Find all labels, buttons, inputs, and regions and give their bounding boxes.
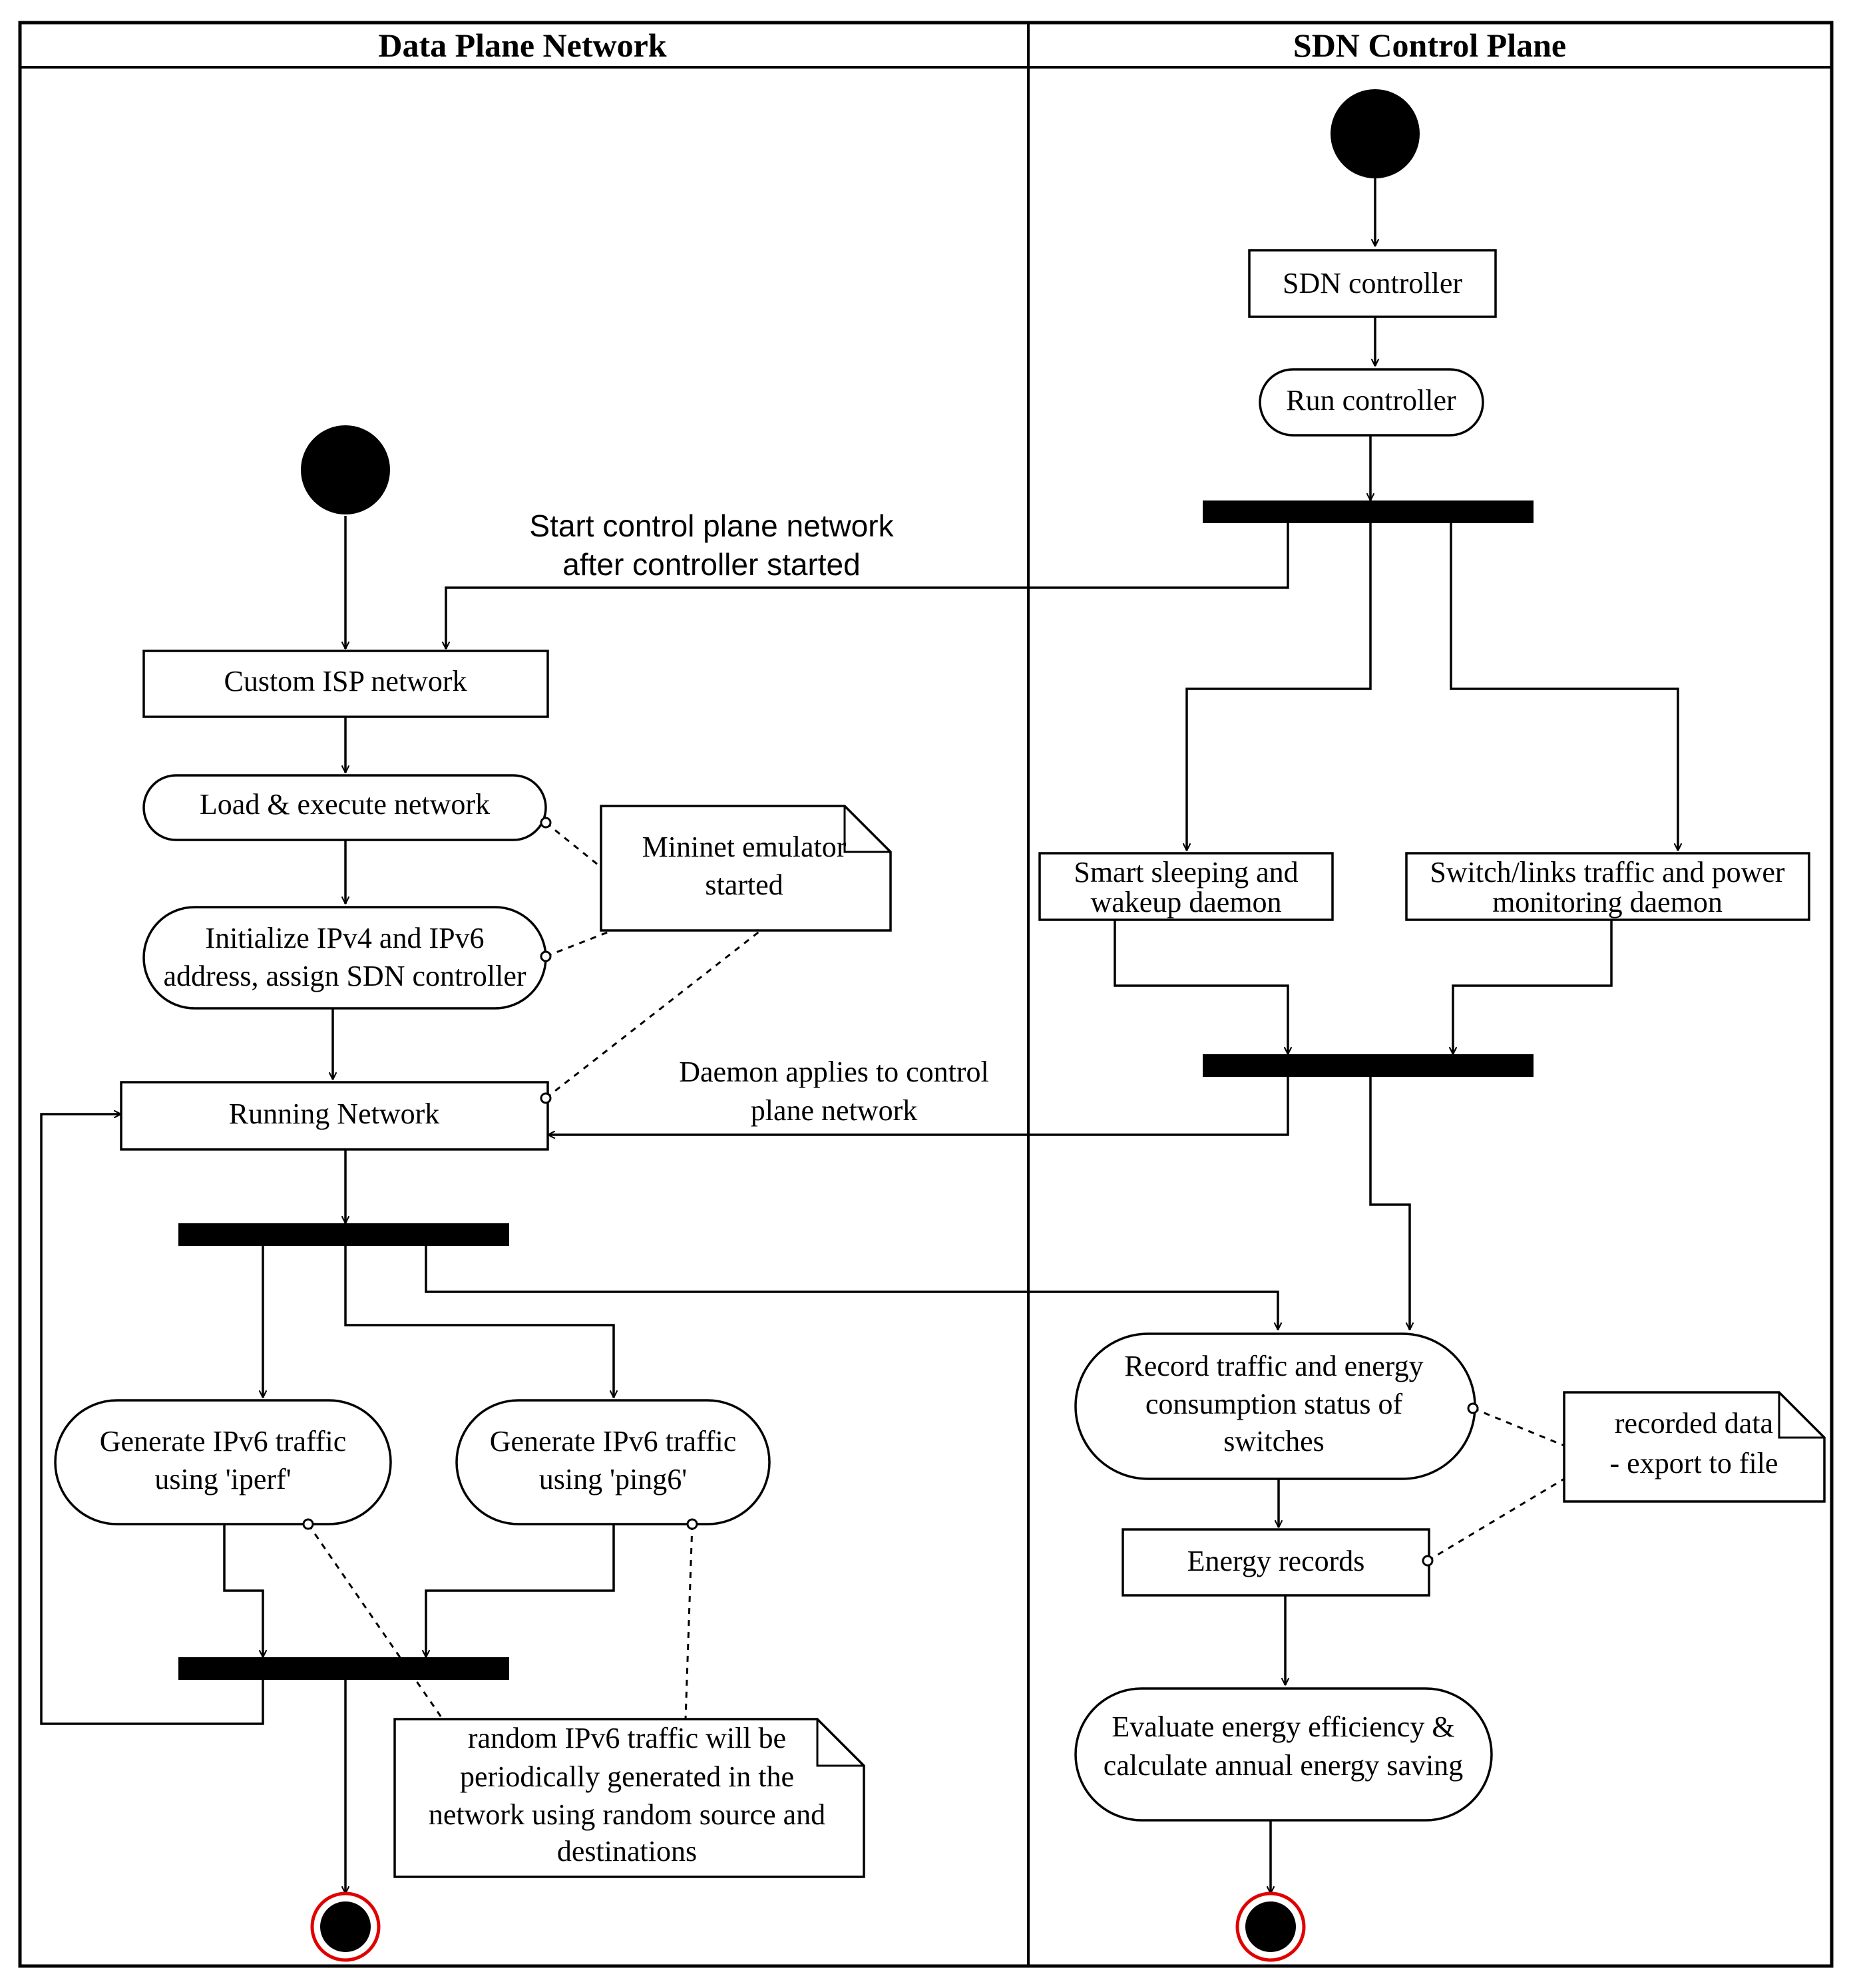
smart-sleep-line-1: Smart sleeping and [1074,856,1298,889]
custom-isp-box: Custom ISP network [142,650,549,718]
sdn-controller-box: SDN controller [1248,249,1497,318]
lane-title-data-plane: Data Plane Network [378,27,666,64]
initialize-action: Initialize IPv4 and IPv6 address, assign… [142,906,552,1010]
fork-bar-control [1203,500,1534,523]
start-node-data [301,425,390,514]
edge-fork-to-ping6 [344,1246,614,1398]
flow-label-start-control: Start control plane network after contro… [529,508,894,582]
note-random-line-2: periodically generated in the [460,1760,794,1793]
note-random-line-3: network using random source and [429,1798,825,1831]
energy-records-box: Energy records [1122,1528,1434,1597]
edge-fork-to-smart-sleep [1187,523,1372,851]
custom-isp-label: Custom ISP network [224,665,467,697]
gen-ping6-line-2: using 'ping6' [539,1463,687,1495]
gen-ping6-action: Generate IPv6 traffic using 'ping6' [455,1399,771,1530]
flow-label-start-control-line-1: Start control plane network [529,508,894,543]
run-controller-action: Run controller [1259,368,1484,437]
load-execute-action: Load & execute network [142,774,552,841]
flow-label-daemon-line-2: plane network [751,1094,917,1127]
evaluate-line-1: Evaluate energy efficiency & [1112,1710,1454,1743]
note-mininet-line-1: Mininet emulator [642,831,847,863]
switch-monitor-line-2: monitoring daemon [1492,886,1723,918]
sdn-controller-label: SDN controller [1283,267,1462,299]
load-execute-label: Load & execute network [200,788,490,821]
note-mininet-line-2: started [705,869,783,901]
run-controller-label: Run controller [1286,384,1456,417]
note-connectors [307,821,1565,1720]
record-traffic-line-2: consumption status of [1145,1388,1403,1420]
smart-sleep-line-2: wakeup daemon [1090,886,1281,918]
join-bar-control [1203,1054,1534,1077]
fork-bar-data [178,1223,509,1246]
edge-fork-to-record [425,1246,1278,1330]
end-node-control [1235,1891,1306,1962]
edge-iperf-to-join [223,1524,263,1657]
note-recorded-data: recorded data - export to file [1563,1391,1826,1503]
initialize-line-2: address, assign SDN controller [163,960,526,992]
evaluate-line-2: calculate annual energy saving [1104,1749,1463,1782]
edge-join-to-running-network [548,1077,1289,1135]
note-recorded-line-1: recorded data [1615,1407,1773,1440]
initialize-line-1: Initialize IPv4 and IPv6 [205,922,484,954]
evaluate-action: Evaluate energy efficiency & calculate a… [1074,1687,1493,1822]
gen-ping6-line-1: Generate IPv6 traffic [490,1425,737,1458]
smart-sleep-box: Smart sleeping and wakeup daemon [1038,852,1334,921]
gen-iperf-action: Generate IPv6 traffic using 'iperf' [54,1399,392,1530]
note-random-line-4: destinations [557,1835,697,1868]
lane-title-control-plane: SDN Control Plane [1293,27,1566,64]
note-recorded-line-2: - export to file [1610,1447,1778,1480]
switch-monitor-box: Switch/links traffic and power monitorin… [1405,852,1810,921]
gen-iperf-line-2: using 'iperf' [154,1463,291,1495]
running-network-box: Running Network [120,1081,552,1151]
end-node-data [310,1891,381,1962]
join-bar-data [178,1657,509,1680]
note-mininet: Mininet emulator started [600,805,892,932]
record-traffic-action: Record traffic and energy consumption st… [1074,1332,1479,1480]
flow-label-daemon-line-1: Daemon applies to control [679,1056,989,1088]
edge-fork-to-custom-isp [446,523,1289,649]
edge-ping6-to-join [426,1524,615,1657]
start-node-control [1331,89,1420,178]
edge-fork-to-switch-monitor [1450,523,1678,851]
edge-monitor-to-join [1453,920,1613,1054]
edge-join-to-record [1369,1077,1410,1330]
edge-smart-sleep-to-join [1114,920,1288,1054]
running-network-label: Running Network [229,1097,440,1130]
swimlane-frame [18,21,1834,1968]
flow-label-start-control-line-2: after controller started [562,547,860,582]
note-random-line-1: random IPv6 traffic will be [468,1722,786,1754]
edge-loop-back-to-running [40,1114,264,1725]
flow-label-daemon-applies: Daemon applies to control plane network [679,1056,989,1127]
edges [40,178,1678,1893]
switch-monitor-line-1: Switch/links traffic and power [1430,856,1785,889]
record-traffic-line-3: switches [1223,1425,1325,1458]
energy-records-label: Energy records [1187,1545,1365,1577]
record-traffic-line-1: Record traffic and energy [1124,1350,1423,1382]
note-random-traffic: random IPv6 traffic will be periodically… [393,1718,865,1878]
gen-iperf-line-1: Generate IPv6 traffic [100,1425,347,1458]
